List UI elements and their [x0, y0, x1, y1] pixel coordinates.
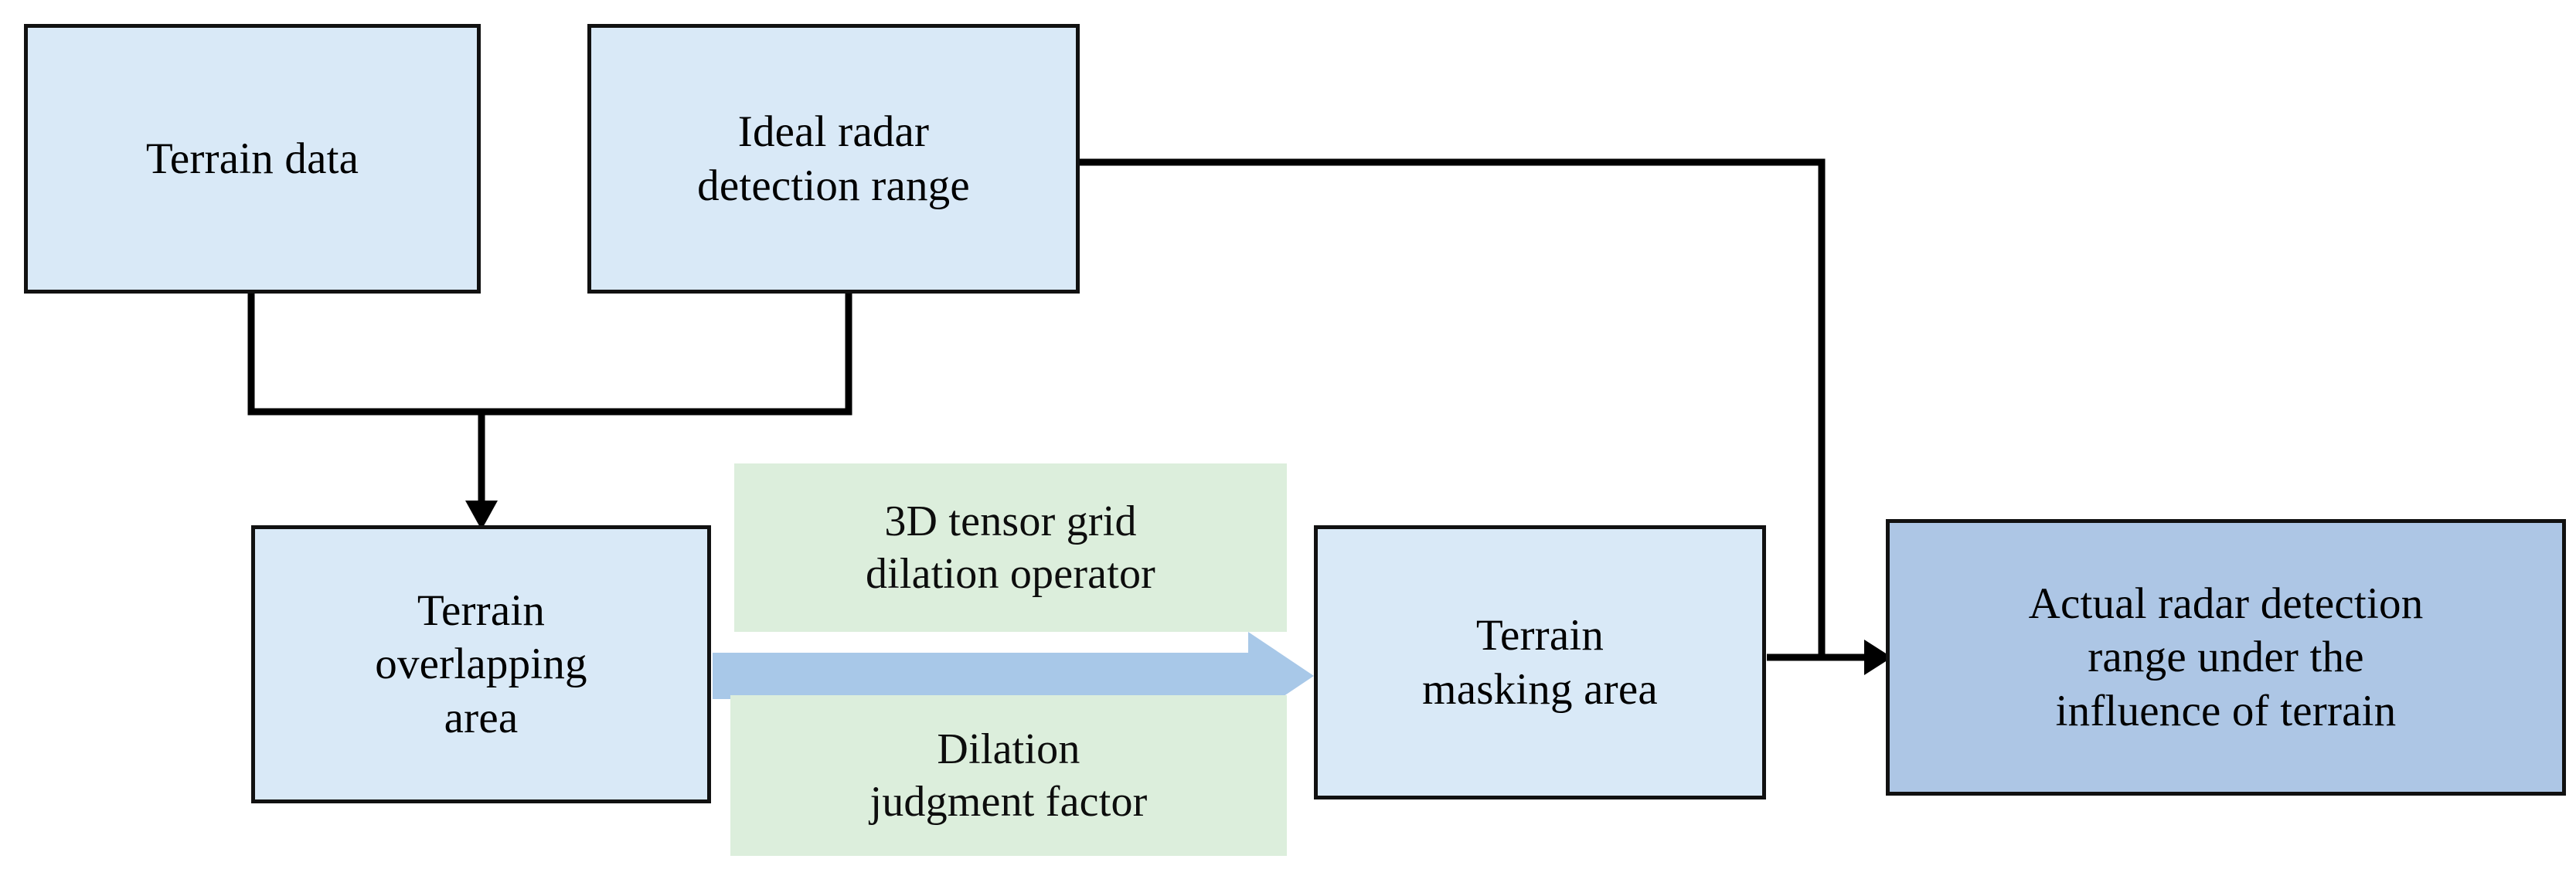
node-terrain-masking-area-label: Terrain masking area	[1422, 610, 1658, 714]
node-terrain-data-label: Terrain data	[145, 134, 359, 183]
node-terrain-overlapping-area-label: Terrain overlapping area	[375, 586, 587, 742]
edge-merge-arrow-into-overlap	[465, 412, 498, 530]
node-ideal-radar-detection-range-label: Ideal radar detection range	[697, 107, 970, 210]
chip-dilation-operator: 3D tensor grid dilation operator	[734, 463, 1287, 632]
chip-dilation-operator-label: 3D tensor grid dilation operator	[865, 497, 1156, 598]
node-terrain-overlapping-area[interactable]: Terrain overlapping area	[251, 525, 711, 803]
edge-ideal-range-to-overlap	[478, 290, 852, 416]
node-actual-radar-detection-range[interactable]: Actual radar detection range under the i…	[1886, 519, 2566, 796]
node-terrain-masking-area[interactable]: Terrain masking area	[1314, 525, 1766, 799]
chip-judgment-factor-label: Dilation judgment factor	[869, 725, 1148, 826]
node-ideal-radar-detection-range[interactable]: Ideal radar detection range	[587, 24, 1080, 294]
chip-judgment-factor: Dilation judgment factor	[730, 695, 1287, 856]
edge-masking-to-actual	[1767, 640, 1892, 675]
node-terrain-data[interactable]: Terrain data	[24, 24, 481, 294]
node-actual-radar-detection-range-label: Actual radar detection range under the i…	[2028, 579, 2424, 735]
edge-terrain-data-to-overlap	[247, 290, 485, 416]
